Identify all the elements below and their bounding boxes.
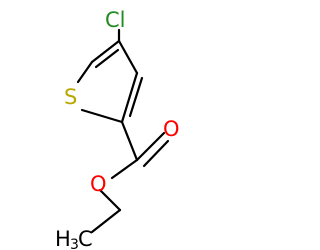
sulfur-label: S xyxy=(64,85,77,109)
bond-c5-s1 xyxy=(76,60,94,84)
bond-carbonyl-oester xyxy=(110,158,139,180)
structure-svg: Cl S O O H 3 C xyxy=(55,8,180,250)
bond-ch2-ch3 xyxy=(90,208,122,234)
bond-carbonyl-o-double-b xyxy=(142,139,170,168)
carbonyl-oxygen-label: O xyxy=(163,117,180,141)
bond-c5-double xyxy=(94,48,120,69)
methyl-h-label: H xyxy=(55,227,71,250)
bond-c4-c5 xyxy=(90,39,121,64)
bond-c2-c3-double xyxy=(128,76,144,118)
bond-c3-c4 xyxy=(117,39,139,75)
molecule-diagram: Cl S O O H 3 C xyxy=(55,8,180,250)
methyl-subscript: 3 xyxy=(70,237,79,250)
chlorine-label: Cl xyxy=(105,8,126,32)
ester-oxygen-label: O xyxy=(90,172,107,196)
bond-carbonyl-o-double-a xyxy=(135,131,166,162)
bond-oester-ch2 xyxy=(98,188,122,212)
bond-c2-carbonyl xyxy=(120,120,139,162)
bond-s1-c2 xyxy=(80,108,124,124)
bond-c2-c3 xyxy=(120,71,139,124)
methyl-c-label: C xyxy=(78,227,93,250)
